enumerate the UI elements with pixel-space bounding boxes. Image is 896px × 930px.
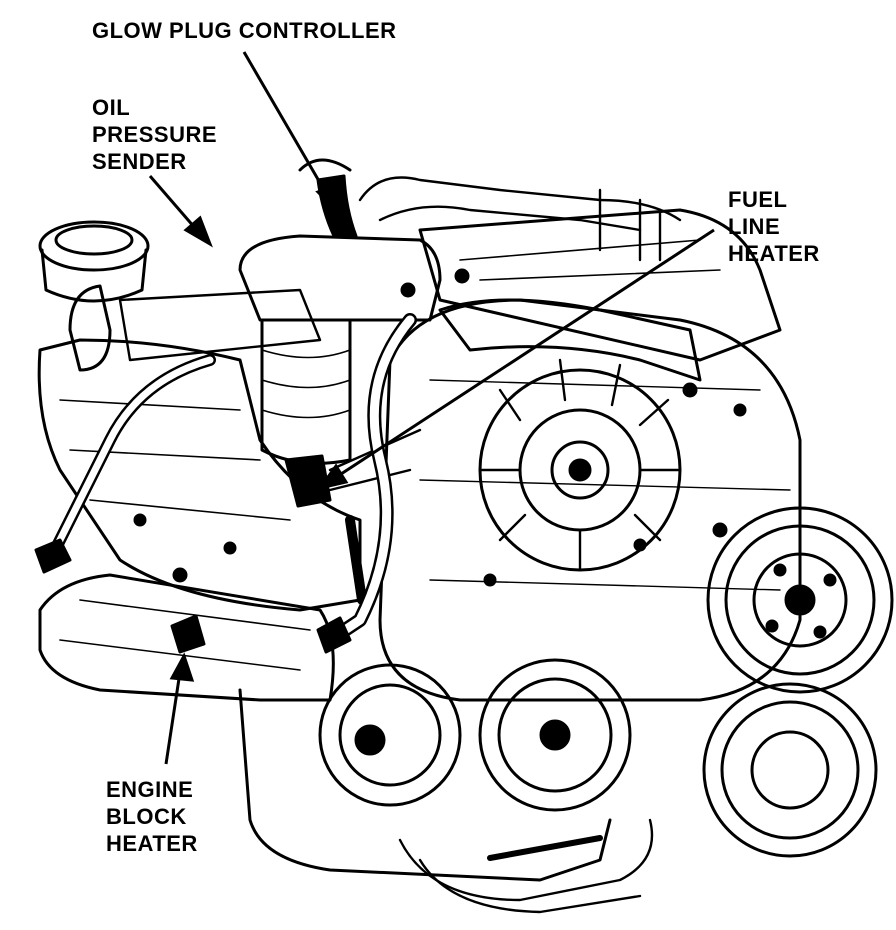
label-fuel-line-1: FUEL <box>728 187 788 212</box>
fan-pulley <box>706 506 894 694</box>
injection-lines <box>358 176 682 222</box>
engine-block-heater <box>170 614 206 654</box>
label-block-line-3: HEATER <box>106 831 198 856</box>
label-fuel-line-2: LINE <box>728 214 781 239</box>
lower-coolant-tubes <box>398 818 654 902</box>
label-fuel-line-heater: FUEL LINE HEATER <box>728 186 820 267</box>
oil-filler-cap <box>38 220 150 272</box>
coolant-hose-left <box>44 354 216 566</box>
label-oil-line-1: OIL <box>92 95 131 120</box>
breather-tube <box>68 284 112 372</box>
label-fuel-line-3: HEATER <box>728 241 820 266</box>
alternator-bracket <box>438 298 702 382</box>
fuel-line-heater <box>284 454 332 508</box>
oil-sender-leader <box>148 175 197 229</box>
label-oil-line-2: PRESSURE <box>92 122 218 147</box>
timing-cover <box>378 298 802 702</box>
block-heater-leader <box>164 671 182 765</box>
fuel-heater-leader <box>337 228 715 478</box>
label-engine-block-heater: ENGINE BLOCK HEATER <box>106 776 198 857</box>
oil-pan <box>238 688 612 882</box>
vacuum-pump-pulley <box>318 663 462 807</box>
valve-cover-right <box>418 208 782 362</box>
power-steering-pulley <box>478 658 632 812</box>
label-oil-line-3: SENDER <box>92 149 187 174</box>
fuel-filter-housing <box>238 234 442 322</box>
label-glow-plug-controller: GLOW PLUG CONTROLLER <box>92 17 397 44</box>
alternator <box>478 358 682 572</box>
label-block-line-2: BLOCK <box>106 804 187 829</box>
glow-plug-leader <box>242 51 332 201</box>
label-glow-plug-controller-text: GLOW PLUG CONTROLLER <box>92 18 397 43</box>
exhaust-manifold <box>38 573 335 702</box>
label-block-line-1: ENGINE <box>106 777 194 802</box>
crankshaft-pulley <box>702 682 878 858</box>
label-oil-pressure-sender: OIL PRESSURE SENDER <box>92 94 217 175</box>
